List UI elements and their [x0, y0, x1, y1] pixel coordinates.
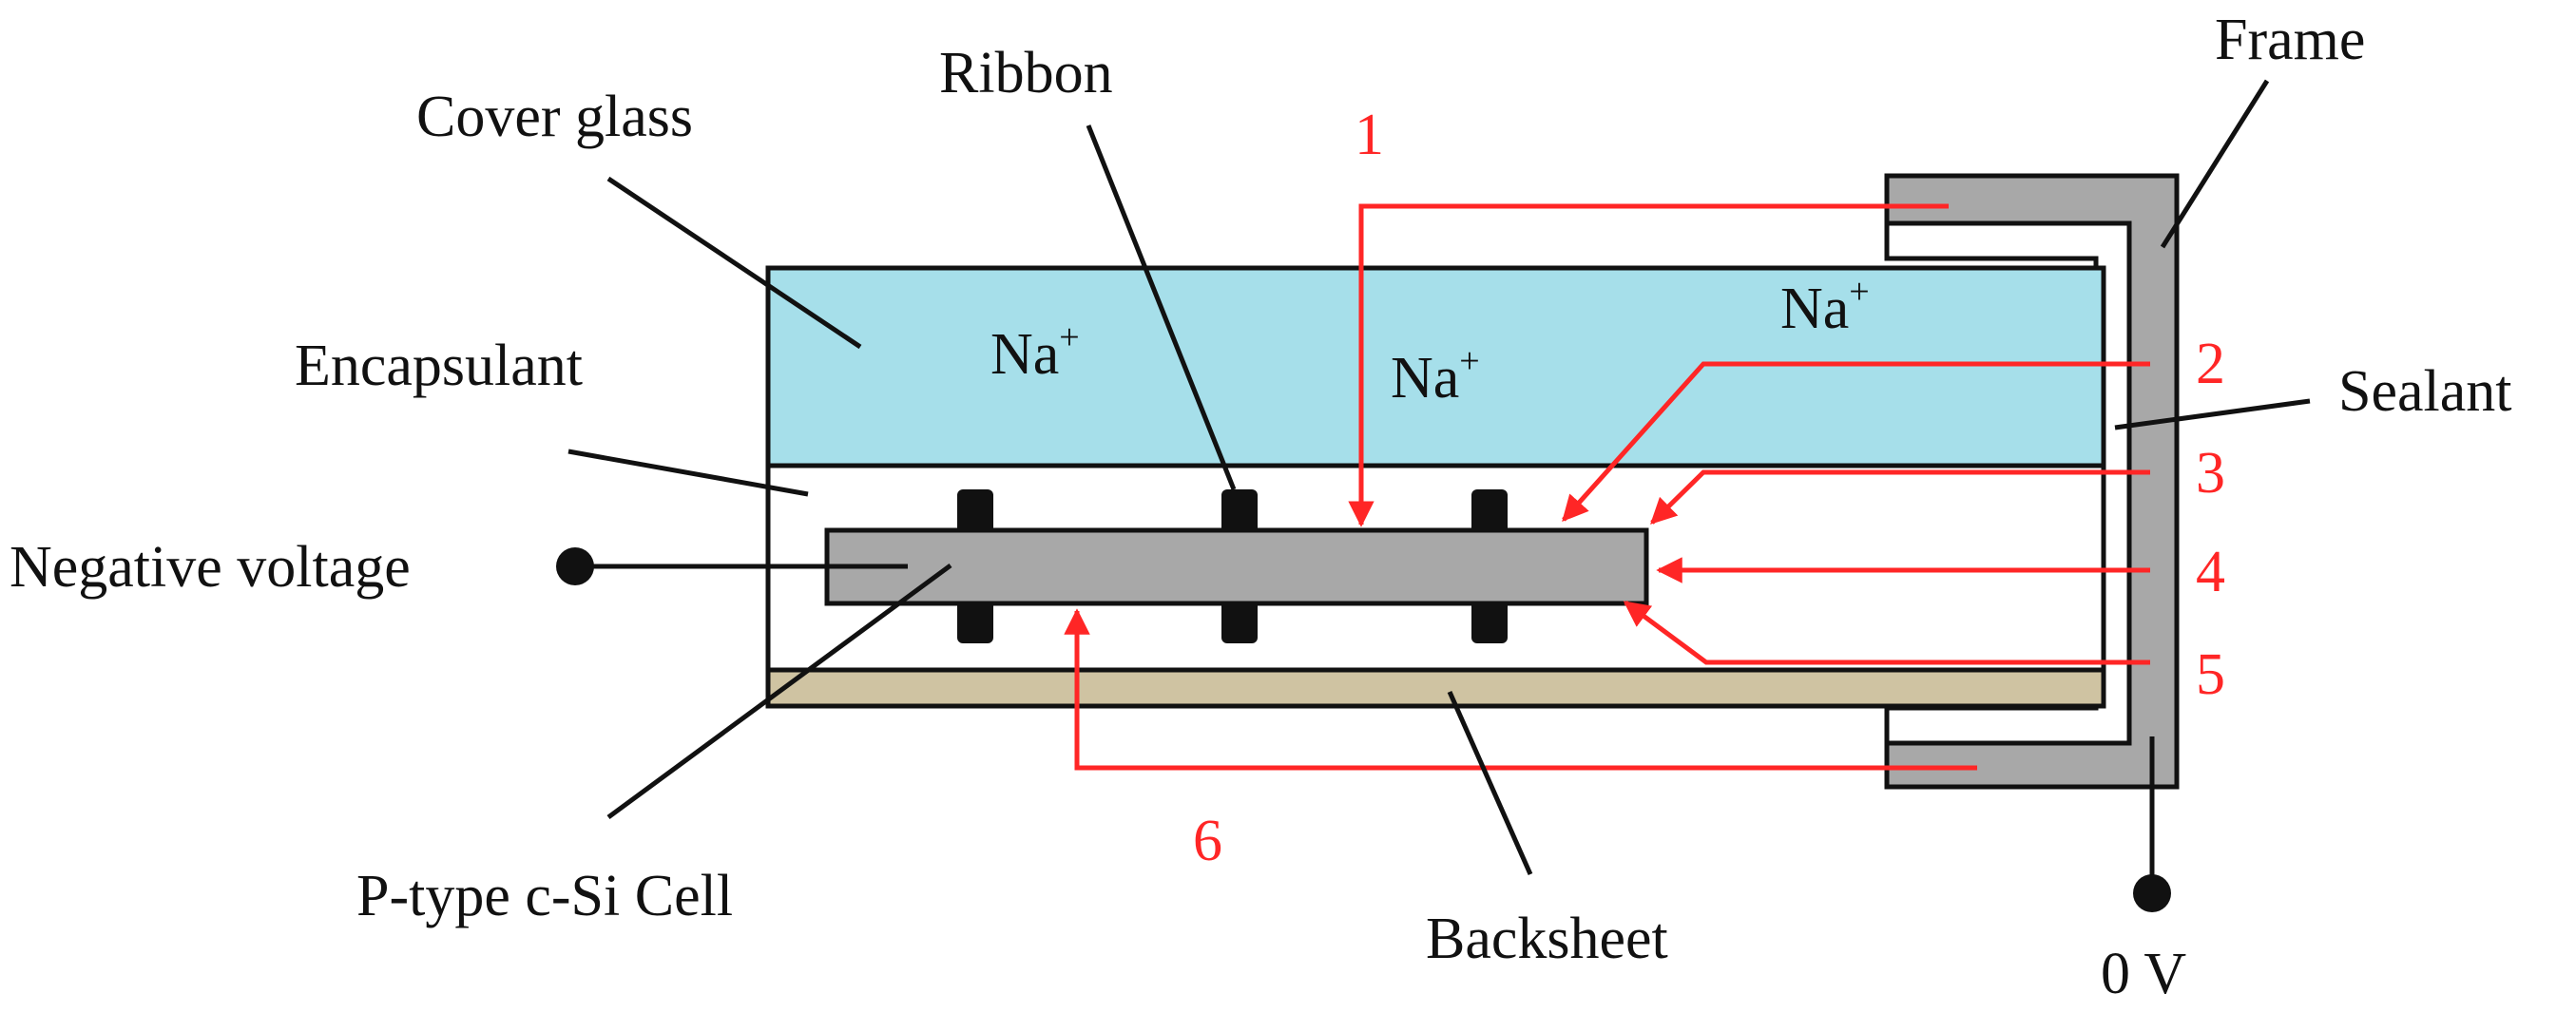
- label-frame: Frame: [2215, 8, 2365, 72]
- leader-frame: [2160, 79, 2270, 249]
- label-sealant: Sealant: [2338, 359, 2512, 424]
- label-ground: 0 V: [2101, 942, 2186, 1006]
- path-number-6: 6: [1193, 809, 1222, 873]
- ion-3-symbol: Na: [1780, 277, 1849, 341]
- label-negative-voltage: Negative voltage: [10, 535, 411, 600]
- ion-3-charge: +: [1849, 272, 1869, 312]
- ion-1-charge: +: [1059, 317, 1079, 357]
- leader-cell: [606, 563, 952, 820]
- leader-encapsulant: [567, 449, 809, 497]
- path-number-4: 4: [2196, 540, 2225, 604]
- leader-cover-glass: [606, 176, 862, 350]
- sodium-ion-2: Na+: [1391, 341, 1480, 411]
- leader-sealant: [2114, 398, 2311, 430]
- label-encapsulant: Encapsulant: [295, 334, 583, 398]
- label-cover-glass: Cover glass: [416, 85, 693, 149]
- ground-terminal: [2133, 874, 2171, 912]
- leakage-path-6: [1064, 608, 1977, 771]
- path-number-5: 5: [2196, 642, 2225, 707]
- ion-2-charge: +: [1459, 341, 1479, 381]
- sodium-ion-1: Na+: [990, 317, 1080, 387]
- leader-backsheet: [1447, 690, 1533, 876]
- sodium-ion-3: Na+: [1780, 272, 1870, 341]
- cover-glass: [765, 265, 2106, 468]
- ion-1-symbol: Na: [990, 322, 1059, 387]
- path-number-1: 1: [1355, 103, 1384, 167]
- leakage-path-1: [1348, 203, 1949, 527]
- label-backsheet: Backsheet: [1426, 907, 1668, 971]
- leader-ribbon: [1086, 124, 1237, 490]
- leakage-path-3: [1650, 469, 2150, 525]
- path-number-3: 3: [2196, 441, 2225, 506]
- label-cell: P-type c-Si Cell: [356, 864, 733, 928]
- ion-2-symbol: Na: [1391, 346, 1459, 411]
- backsheet: [765, 667, 2106, 709]
- leakage-path-2: [1562, 361, 2150, 523]
- path-number-2: 2: [2196, 332, 2225, 396]
- leakage-path-5: [1623, 600, 2150, 665]
- label-ribbon: Ribbon: [939, 41, 1113, 105]
